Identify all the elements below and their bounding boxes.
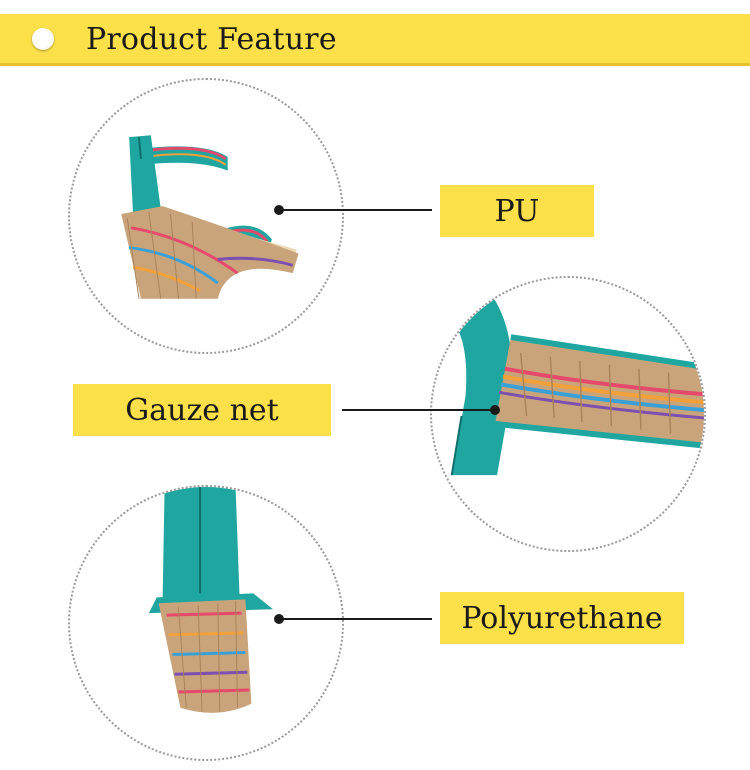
pointer-line-poly	[282, 618, 432, 620]
header-band: Product Feature	[0, 14, 750, 66]
pointer-line-gauze	[342, 409, 492, 411]
pointer-dot-poly	[274, 614, 284, 624]
sandal-side-view-image	[68, 78, 344, 354]
feature-label-polyurethane: Polyurethane	[440, 592, 684, 644]
wedge-heel-rear-view-image	[68, 485, 344, 761]
feature-label-pu: PU	[440, 185, 594, 237]
ankle-strap-closeup-image	[430, 276, 706, 552]
circle-bullet-icon	[32, 28, 54, 50]
page-title: Product Feature	[86, 22, 337, 57]
pointer-dot-gauze	[490, 405, 500, 415]
pointer-dot-pu	[274, 205, 284, 215]
pointer-line-pu	[282, 209, 432, 211]
feature-label-gauze-net: Gauze net	[73, 384, 331, 436]
